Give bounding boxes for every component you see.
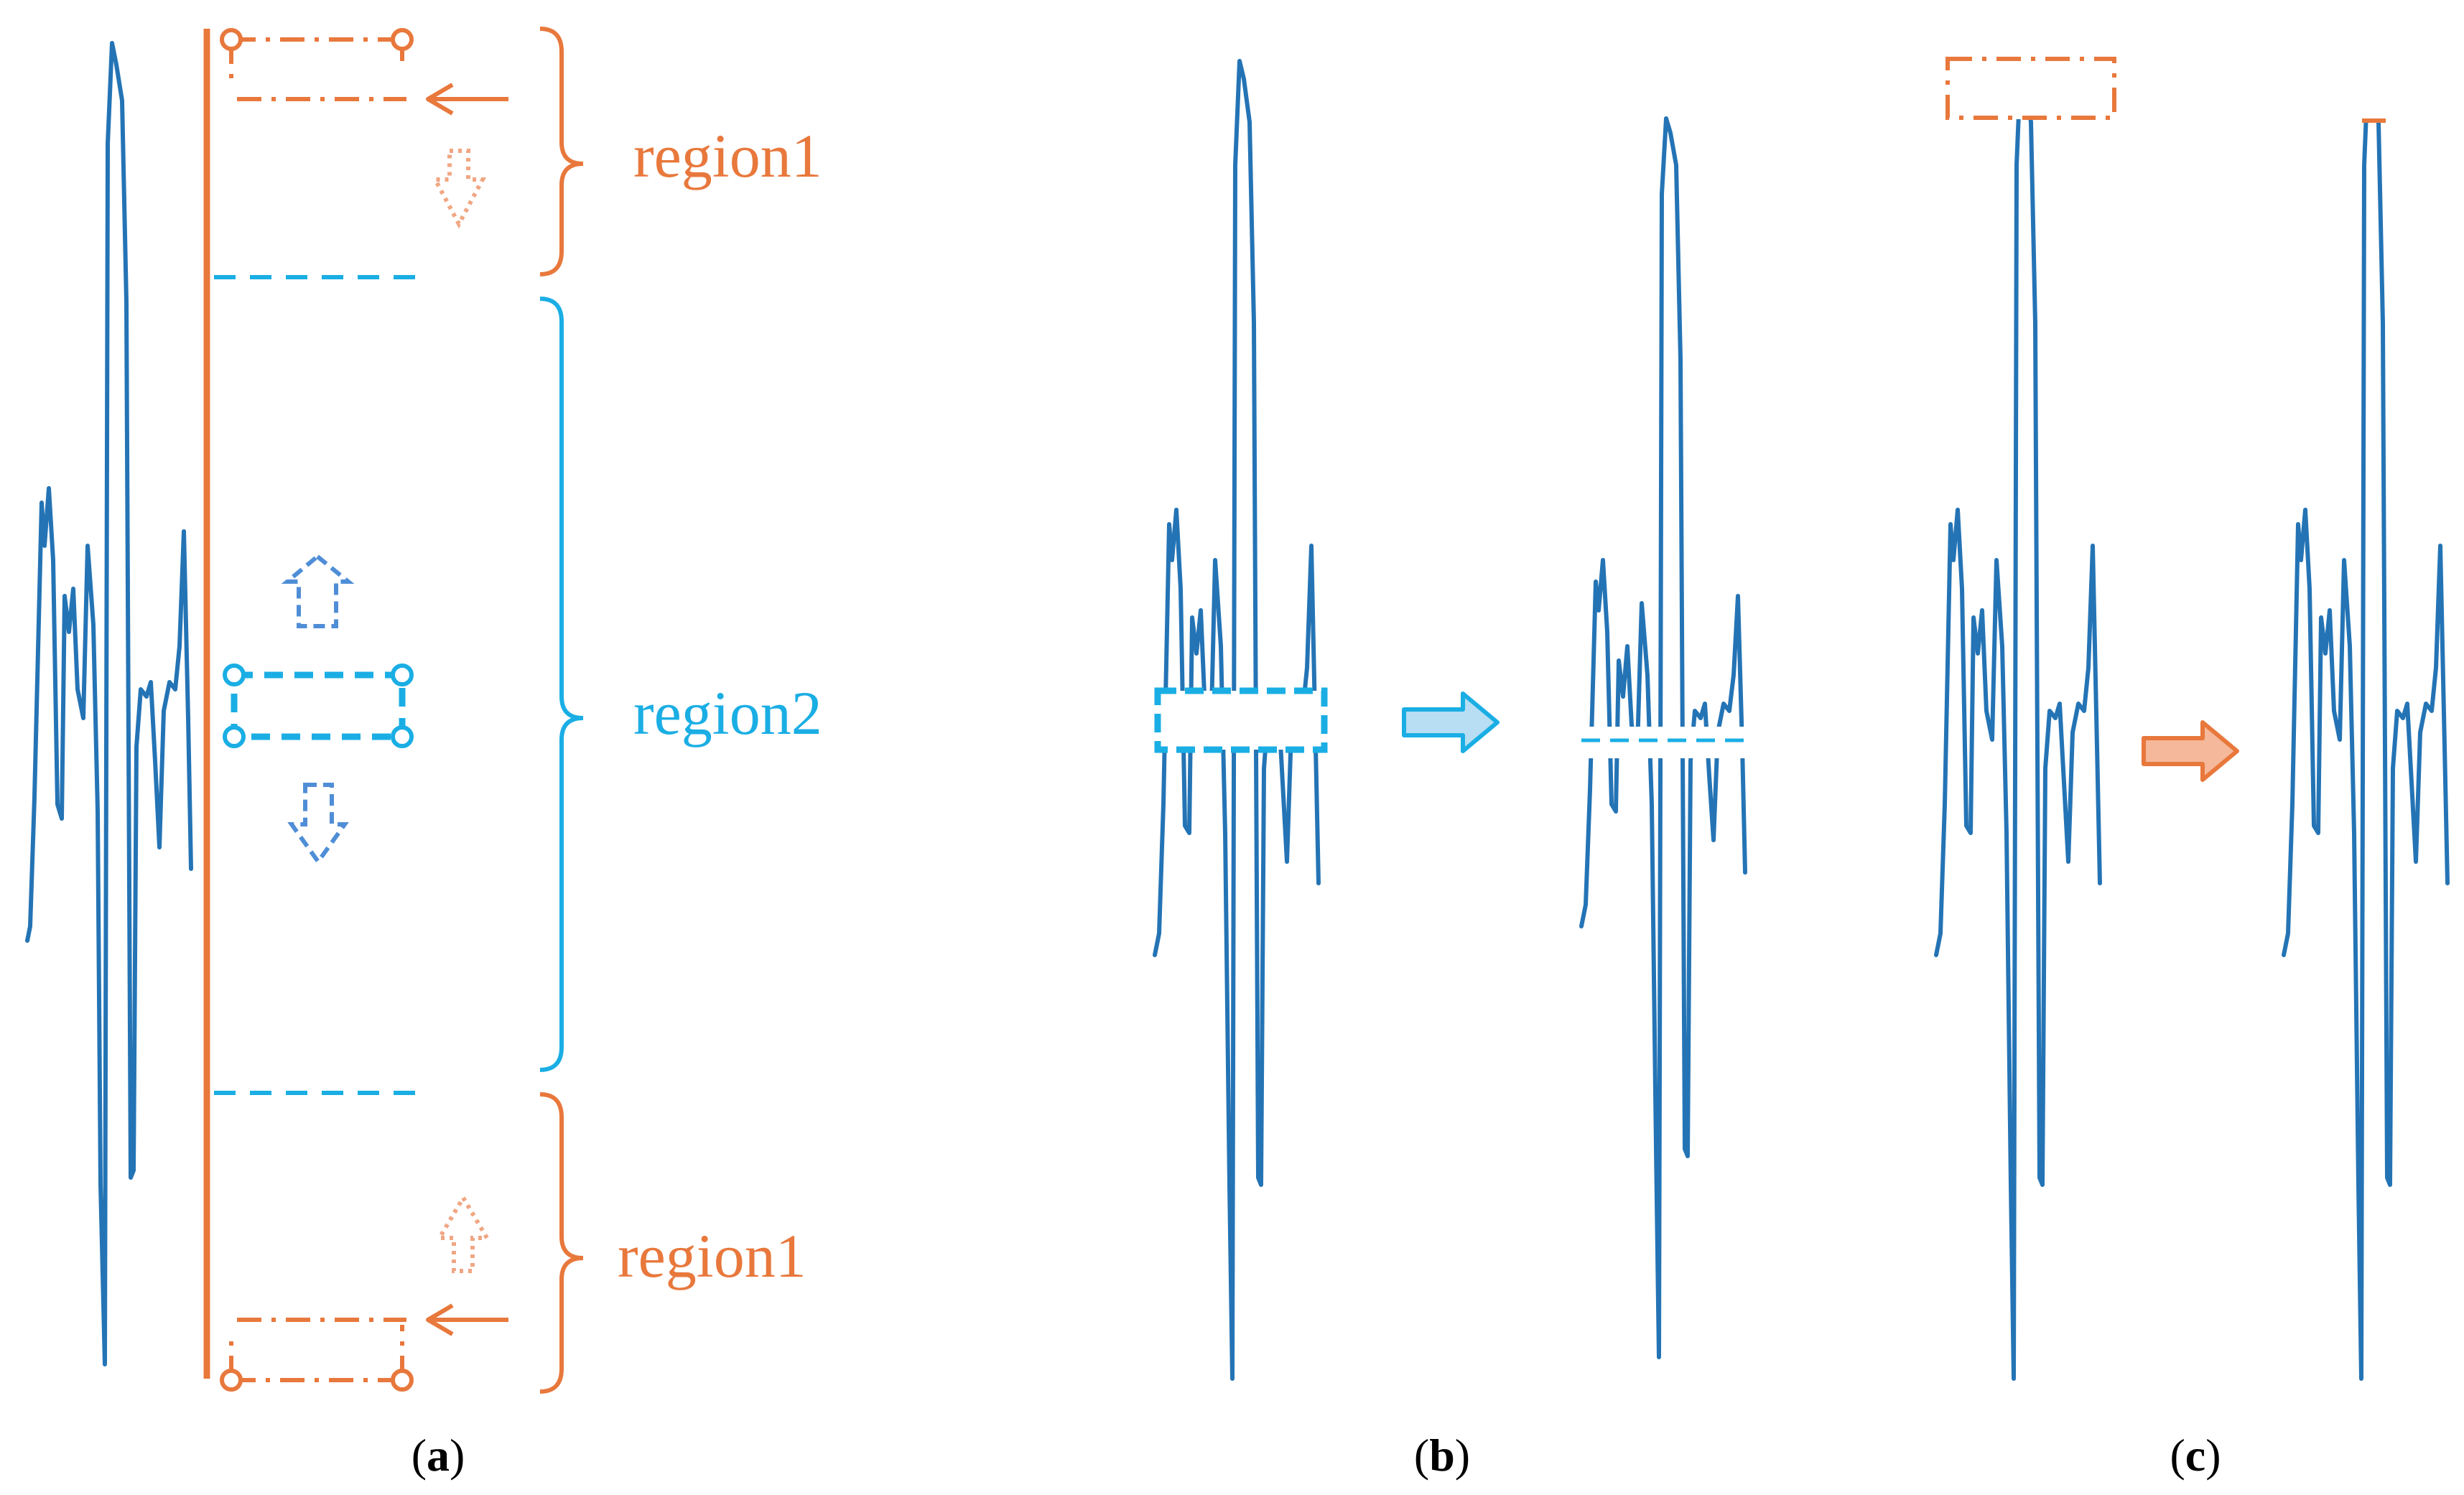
label-region1-bottom: region1: [618, 1221, 806, 1290]
panel-b: (b): [1153, 59, 1747, 1481]
waveform-b-before: [1153, 59, 1321, 1381]
dashed-arrow-down-icon: [287, 783, 349, 866]
waveform-a: [25, 41, 193, 1366]
clipped-top-c-after: [2348, 29, 2399, 121]
window-region1-c: [1945, 57, 2116, 120]
clipped-top-c: [1939, 29, 2126, 119]
caption-a: (a): [412, 1430, 465, 1481]
caption-b: (b): [1414, 1430, 1470, 1481]
brace-region1-top: [539, 27, 584, 276]
panel-a: region1 region2 region1 (a): [25, 27, 822, 1481]
window-region1-top: [220, 28, 414, 101]
label-region2: region2: [633, 679, 822, 748]
caption-c: (c): [2170, 1430, 2221, 1481]
brace-region2: [539, 297, 584, 1072]
waveform-b-after: [1579, 116, 1747, 1359]
waveform-c-after: [2282, 59, 2450, 1381]
clipped-band-b: [1580, 727, 1747, 758]
block-arrow-right-icon: [1402, 691, 1500, 753]
label-region1-top: region1: [633, 121, 822, 190]
panel-c: (c): [1934, 29, 2450, 1481]
window-region1-bottom: [220, 1318, 414, 1392]
block-arrow-right-icon: [2142, 720, 2239, 782]
brace-region1-bottom: [539, 1092, 584, 1394]
arrow-left-icon: [426, 1303, 508, 1336]
window-region2-b: [1154, 687, 1328, 753]
waveform-c-before: [1934, 59, 2102, 1381]
dashed-arrow-down-icon: [432, 149, 486, 229]
window-region2: [223, 663, 414, 748]
dashed-arrow-up-icon: [435, 1193, 491, 1273]
dashed-arrow-up-icon: [281, 554, 355, 628]
arrow-left-icon: [426, 83, 508, 116]
